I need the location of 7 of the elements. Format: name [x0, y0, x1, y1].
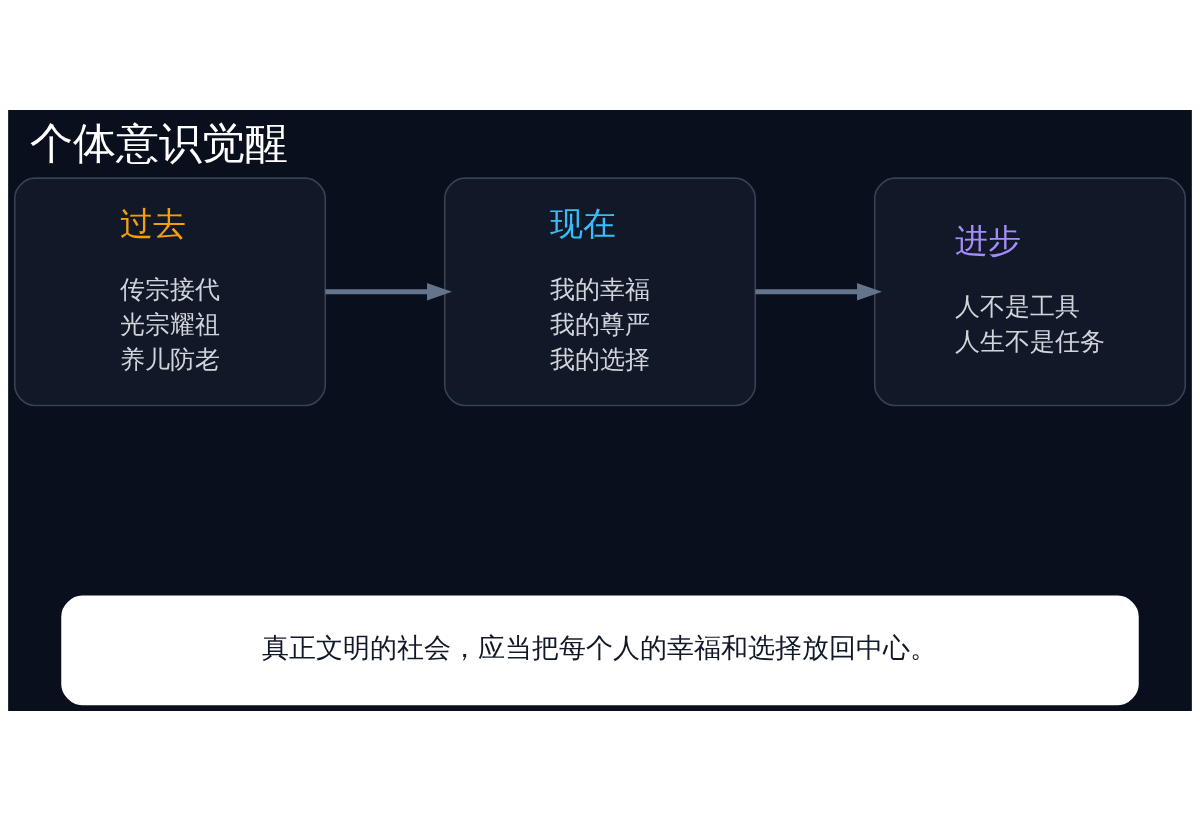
node-box: 过去 传宗接代 光宗耀祖 养儿防老	[13, 176, 327, 406]
node-box: 进步 人不是工具 人生不是任务	[873, 176, 1187, 406]
node-box: 现在 我的幸福 我的尊严 我的选择	[443, 176, 757, 406]
arrow	[325, 282, 452, 301]
arrow	[755, 282, 882, 301]
node-box: 真正文明的社会，应当把每个人的幸福和选择放回中心。	[61, 595, 1139, 705]
diagram-title: 个体意识觉醒	[30, 117, 289, 168]
